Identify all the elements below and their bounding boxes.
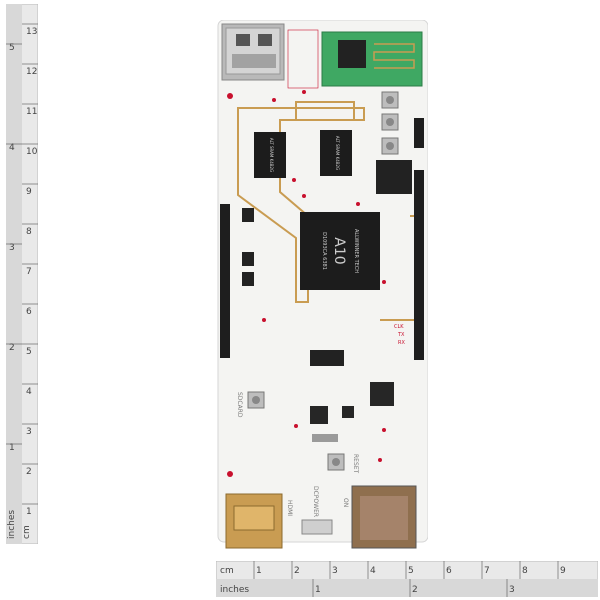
soc-chip: ALLWINNER TECH A10 D1093CA 6381 [300,212,380,290]
ruler-cm-mark: 6 [446,566,452,576]
sd-card-slot [351,485,417,549]
ruler-inch-mark: 3 [9,243,15,253]
ruler-cm-mark: 12 [26,67,37,77]
ram-chip-label: ALT SRAM K4B2G [335,136,340,170]
pin-header [310,350,344,366]
silk-label: TX [397,332,405,338]
transistor [242,272,254,286]
horizontal-ruler: cm inches 1 2 3 4 5 6 7 8 9 1 2 3 [216,561,598,597]
vertical-ruler: cm inches 13 12 11 10 9 8 7 6 5 4 3 2 1 … [6,4,38,544]
ruler-inch-mark: 5 [9,43,15,53]
ruler-cm-mark: 3 [332,566,338,576]
silk-label-on: ON [342,498,349,507]
ruler-cm-mark: 13 [26,27,37,37]
ruler-cm-mark: 5 [26,347,32,357]
soc-brand: ALLWINNER TECH [353,229,359,273]
pcb-board: ALT SRAM K4B2G ALT SRAM K4B2G ALLWINNER … [217,20,428,549]
ruler-inch-mark: 4 [9,143,15,153]
reset-button[interactable] [327,453,345,471]
ruler-cm-mark: 9 [26,187,32,197]
ruler-cm-mark: 4 [370,566,376,576]
ruler-inch-mark: 2 [9,343,15,353]
ic-chip [370,382,394,406]
ruler-cm-mark: 7 [26,267,32,277]
ruler-cm-mark: 3 [26,427,32,437]
ram-chip: ALT SRAM K4B2G [320,130,352,176]
ruler-cm-mark: 10 [26,147,38,157]
silk-label-reset: RESET [352,454,359,474]
crystal [312,434,338,442]
silk-label-hdmi: HDMI [286,500,293,516]
ruler-inches-label: inches [7,510,17,539]
silkscreen-marks [227,90,386,477]
ruler-inches-label: inches [220,585,249,595]
ruler-cm-label: cm [220,566,234,576]
hdmi-connector [225,493,283,549]
silk-label: CLK [394,324,404,330]
pin-header [220,296,230,358]
side-button[interactable] [247,391,265,409]
pin-header [220,204,230,304]
dc-power-jack [301,519,333,535]
ruler-cm-mark: 5 [408,566,414,576]
ic-chip [342,406,354,418]
push-button[interactable] [381,137,399,155]
ruler-cm-mark: 7 [484,566,490,576]
ruler-cm-mark: 1 [26,507,32,517]
soc-code: D1093CA 6381 [321,232,327,270]
push-button[interactable] [381,91,399,109]
ruler-cm-label: cm [22,525,32,539]
ruler-inch-mark: 3 [509,585,515,595]
ruler-cm-mark: 2 [294,566,300,576]
gold-trace [295,101,355,120]
ruler-inch-mark: 1 [9,443,15,453]
usb-connector [221,23,285,81]
silk-label-sdcard: SDCARD [236,392,243,418]
ram-chip: ALT SRAM K4B2G [254,132,286,178]
pin-header [414,170,424,310]
transistor [242,252,254,266]
ruler-cm-mark: 9 [560,566,566,576]
ruler-inch-mark: 1 [315,585,321,595]
ruler-cm-mark: 8 [522,566,528,576]
transistor [242,208,254,222]
ruler-cm-mark: 1 [256,566,262,576]
ruler-inch-mark: 2 [412,585,418,595]
pin-header [376,160,412,194]
silk-label: RX [398,340,405,346]
push-button[interactable] [381,113,399,131]
rf-module [287,29,423,89]
pin-header [414,118,424,148]
ruler-cm-mark: 4 [26,387,32,397]
pin-header [414,280,424,360]
ic-chip [310,406,328,424]
ruler-cm-mark: 11 [26,107,37,117]
ruler-cm-mark: 2 [26,467,32,477]
ram-chip-label: ALT SRAM K4B2G [269,138,274,172]
soc-name: A10 [331,237,347,264]
ruler-cm-mark: 8 [26,227,32,237]
ruler-cm-mark: 6 [26,307,32,317]
silk-label-dcpower: DCPOWER [312,486,319,517]
